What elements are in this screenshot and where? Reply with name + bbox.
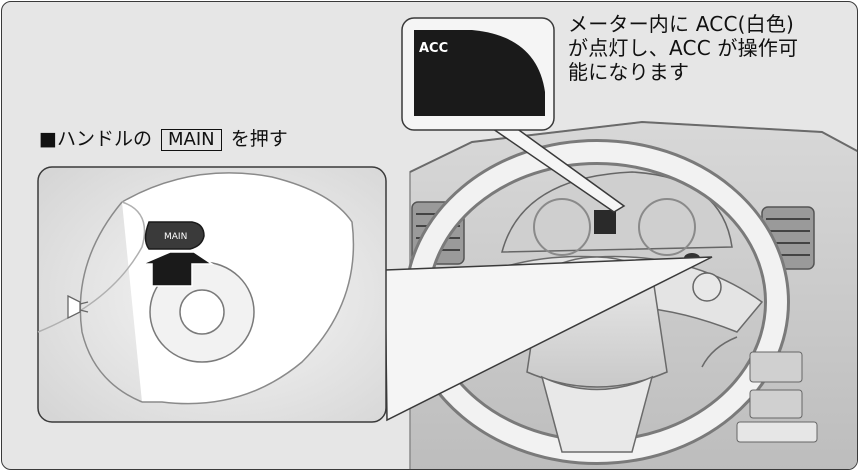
callout-line-3: 能になります [568, 60, 690, 84]
center-console [736, 351, 818, 443]
callout-description: メーター内に ACC(白色) が点灯し、ACC が操作可 能になります [568, 12, 857, 84]
main-keycap: MAIN [161, 129, 222, 151]
horn-icon [67, 294, 89, 320]
meter-callout: ACC [401, 17, 626, 213]
cluster-acc-indicator [594, 210, 616, 234]
acc-display-label: ACC [419, 41, 448, 56]
zoom-detail-panel: MAIN [37, 166, 713, 423]
callout-line-1: メーター内に ACC(白色) [568, 12, 795, 36]
instruction-heading: ■ハンドルの MAIN を押す [39, 127, 288, 151]
main-button-label: MAIN [164, 232, 187, 242]
control-dial-center [179, 289, 225, 335]
instrument-cluster [501, 171, 733, 256]
instruction-marker: ■ [39, 128, 57, 150]
instruction-suffix: を押す [230, 128, 288, 150]
instruction-prefix: ハンドルの [56, 128, 152, 150]
press-arrow [141, 251, 215, 287]
callout-line-2: が点灯し、ACC が操作可 [568, 36, 799, 60]
main-button[interactable] [144, 221, 205, 250]
acc-display-screen [414, 30, 545, 116]
